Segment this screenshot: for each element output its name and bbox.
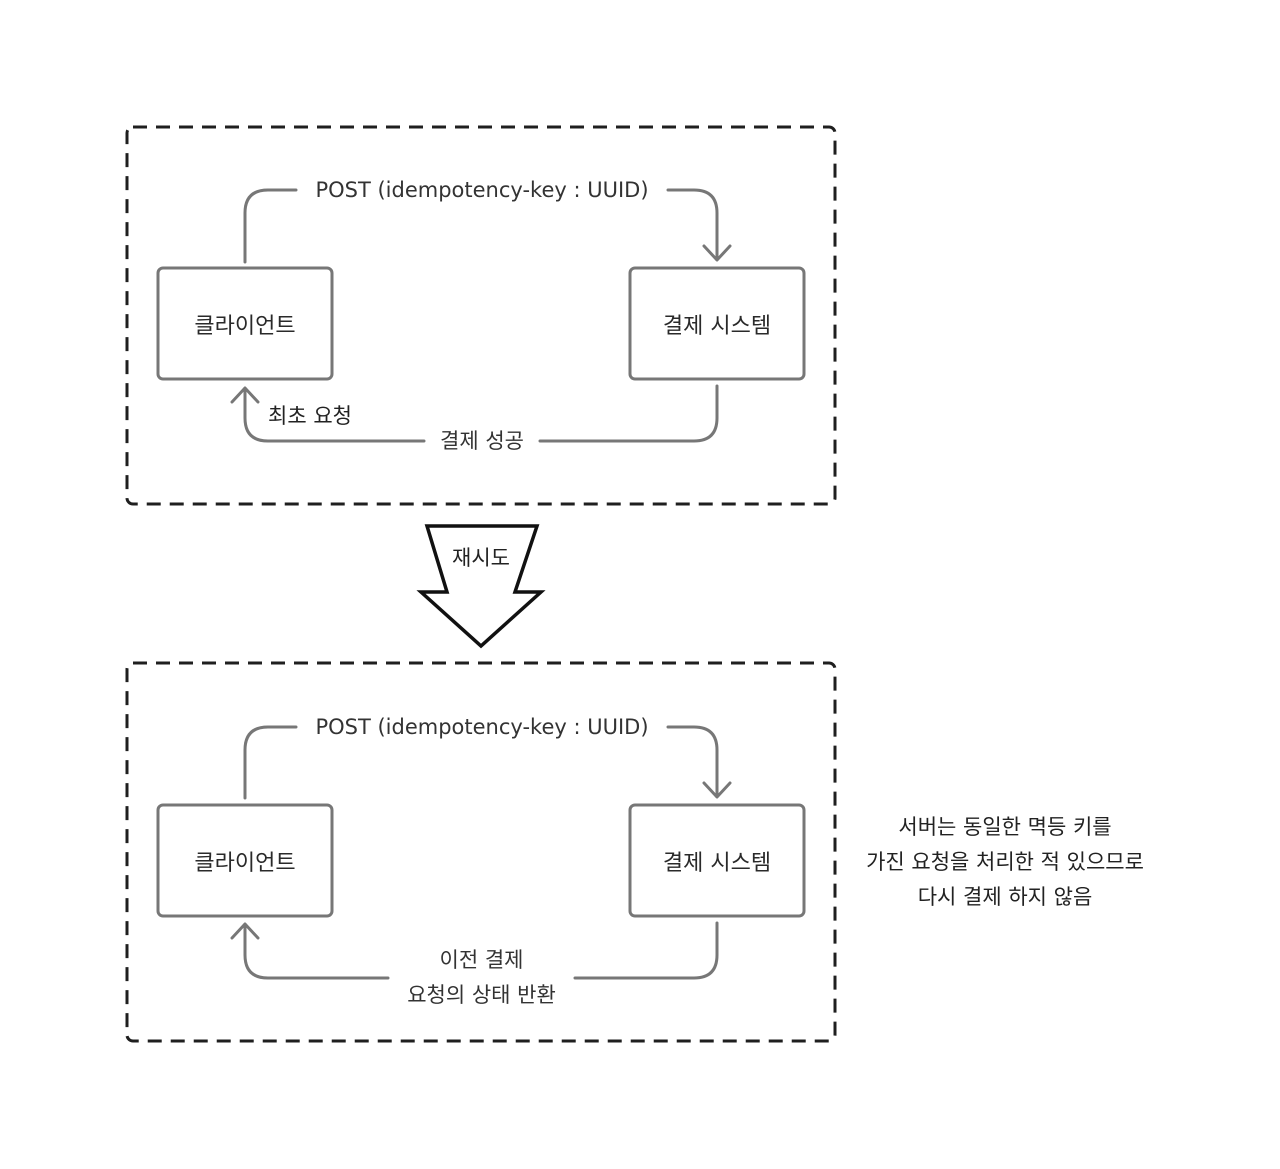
- first-request-frame: [125, 125, 837, 506]
- payment-system-label: 결제 시스템: [662, 313, 772, 339]
- response-label: 결제 성공: [440, 429, 524, 453]
- payment-system-box: [628, 803, 806, 918]
- payment-system-box: [628, 266, 806, 381]
- request-arrowhead: [702, 244, 732, 262]
- client-box: [156, 266, 334, 381]
- request-arrow-line-left: [243, 725, 298, 800]
- response-arrow-line-left: [243, 923, 390, 980]
- response-arrow-line-left: [243, 387, 426, 443]
- client-box: [156, 803, 334, 918]
- retry-label: 재시도: [452, 546, 510, 570]
- request-arrow-line-right: [666, 725, 719, 798]
- response-label-line1: 이전 결제: [439, 948, 524, 972]
- payment-system-label: 결제 시스템: [662, 850, 772, 876]
- client-label: 클라이언트: [194, 313, 296, 339]
- first-request-label: 최초 요청: [268, 404, 352, 428]
- response-arrow-line-right: [538, 384, 719, 443]
- response-arrowhead: [230, 386, 260, 404]
- response-arrow-line-right: [573, 921, 719, 980]
- note-line: 가진 요청을 처리한 적 있으므로: [866, 850, 1144, 874]
- response-arrowhead: [230, 922, 260, 940]
- request-arrow-line-right: [666, 188, 719, 261]
- response-label-line2: 요청의 상태 반환: [407, 983, 556, 1007]
- retry-request-frame: [125, 661, 837, 1043]
- request-arrowhead: [702, 781, 732, 799]
- retry-arrow: [416, 524, 546, 649]
- request-label: POST (idempotency-key : UUID): [315, 178, 649, 202]
- request-label: POST (idempotency-key : UUID): [315, 715, 649, 739]
- note-line: 다시 결제 하지 않음: [917, 885, 1093, 909]
- note-line: 서버는 동일한 멱등 키를: [898, 815, 1112, 839]
- request-arrow-line-left: [243, 188, 298, 264]
- client-label: 클라이언트: [194, 850, 296, 876]
- idempotency-note: 서버는 동일한 멱등 키를 가진 요청을 처리한 적 있으므로 다시 결제 하지…: [840, 810, 1170, 915]
